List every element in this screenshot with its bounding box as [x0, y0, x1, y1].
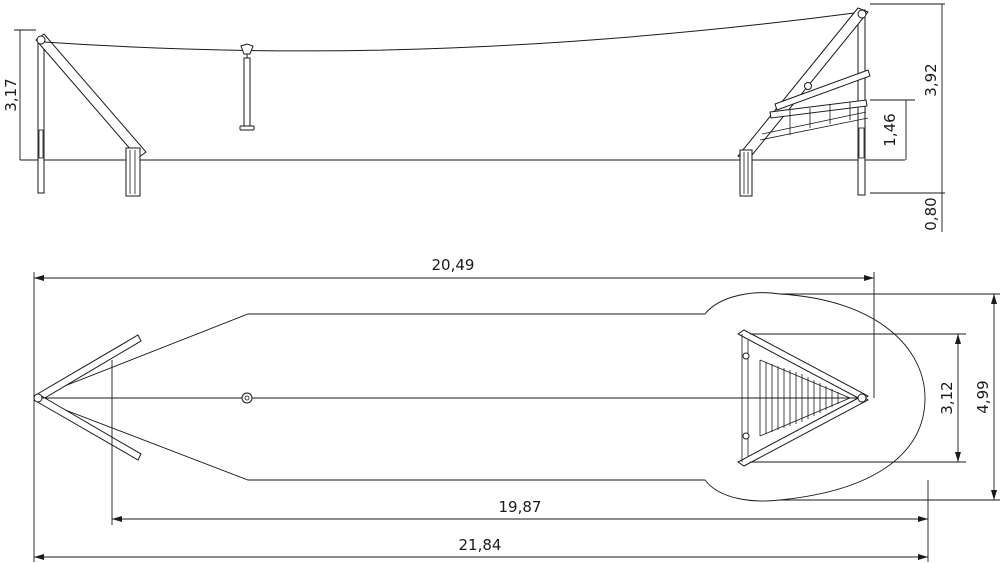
dim-end-height: 3,92	[870, 3, 945, 160]
dim-end-width: 4,99	[780, 293, 1000, 501]
safety-zone-outline	[32, 292, 926, 502]
zipline-cable	[43, 11, 863, 52]
dim-foundation-depth-label: 0,80	[922, 197, 940, 230]
dim-platform-height-label: 1,46	[881, 113, 899, 146]
left-leg-upper	[33, 334, 142, 403]
right-frame-plan	[737, 329, 869, 467]
left-diagonal-brace	[35, 33, 147, 159]
dim-safety-zone-length: 20,49	[33, 256, 875, 398]
right-tower	[737, 7, 871, 197]
top-plan-view: 20,49 19,87 21,84 3,12	[32, 256, 1000, 562]
dim-safety-zone-length-label: 20,49	[432, 256, 475, 274]
dim-total-length-label: 21,84	[459, 536, 502, 554]
trolley-plan	[241, 392, 253, 404]
dim-end-width-label: 4,99	[974, 380, 992, 413]
left-post	[37, 37, 45, 194]
dim-frame-width: 3,12	[750, 333, 966, 463]
dim-total-length: 21,84	[33, 400, 929, 562]
dim-start-height: 3,17	[2, 29, 36, 160]
dim-platform-height: 1,46	[870, 99, 915, 160]
side-elevation-view: 3,17 3,92 1,46 0,80	[2, 3, 945, 232]
left-post-anchor	[38, 129, 44, 159]
left-brace-foot	[125, 147, 141, 197]
dim-frame-width-label: 3,12	[938, 381, 956, 414]
left-top-bolt	[36, 35, 46, 45]
dim-end-height-label: 3,92	[922, 63, 940, 96]
dim-start-height-label: 3,17	[2, 78, 20, 111]
left-leg-lower	[33, 393, 142, 461]
trolley-seat	[239, 43, 255, 131]
dim-cable-span-label: 19,87	[499, 498, 542, 516]
dim-cable-span: 19,87	[111, 360, 929, 525]
dim-foundation-depth: 0,80	[870, 160, 945, 232]
